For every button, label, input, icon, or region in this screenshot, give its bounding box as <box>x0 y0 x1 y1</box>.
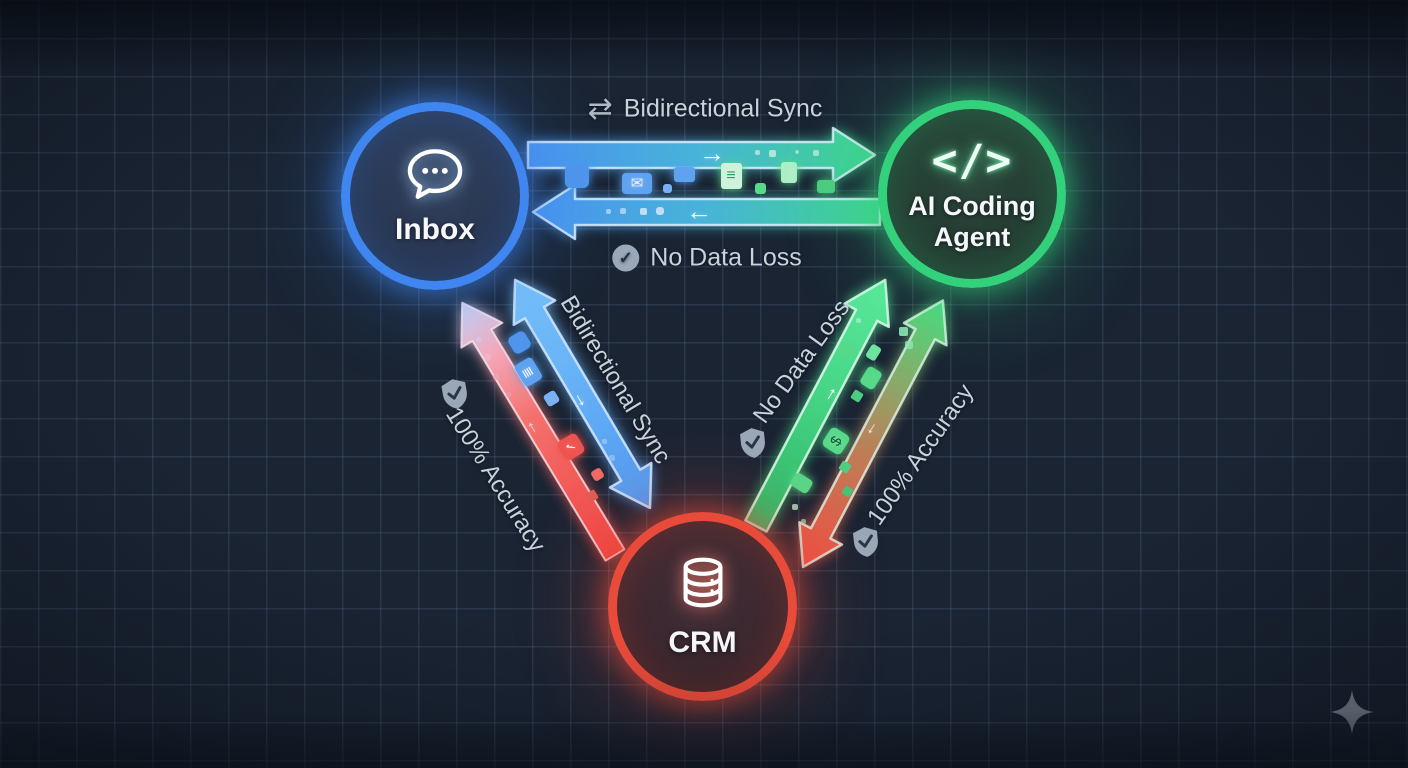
check-circle-icon: ✓ <box>612 244 640 272</box>
top-no-data-loss-label: ✓ No Data Loss <box>612 243 802 273</box>
right-accuracy-label: 100% Accuracy <box>862 379 980 531</box>
top-sync-text: Bidirectional Sync <box>623 94 823 123</box>
top-no-data-loss-text: No Data Loss <box>650 243 802 272</box>
right-no-data-loss-label: No Data Loss <box>747 294 856 429</box>
left-accuracy-label: 100% Accuracy <box>440 402 551 558</box>
shield-check-icon <box>740 428 765 458</box>
shield-check-icon <box>853 527 878 557</box>
shield-check-icon <box>441 379 467 409</box>
top-bidirectional-sync-label: ⇄ Bidirectional Sync <box>588 92 823 127</box>
sync-arrows-icon: ⇄ <box>587 91 613 127</box>
left-bidirectional-sync-label: Bidirectional Sync <box>554 291 677 469</box>
sparkle-icon <box>1330 690 1374 734</box>
